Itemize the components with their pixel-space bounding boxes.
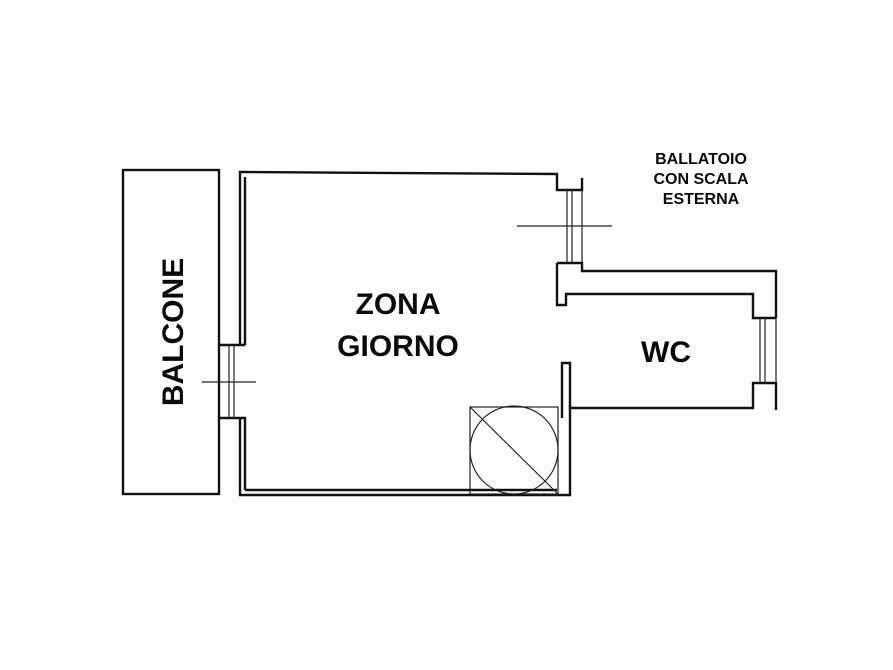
living-area: ZONA GIORNO: [202, 170, 778, 497]
living-wall-bottom-right: [238, 361, 572, 497]
annotation-line2: CON SCALA: [653, 171, 749, 188]
wc-room: WC: [568, 318, 778, 410]
annotation-line1: BALLATOIO: [655, 151, 747, 168]
living-label-line2: GIORNO: [337, 330, 459, 363]
living-wall-left-jamb-lower: [219, 416, 247, 490]
window-wc: [759, 318, 777, 383]
living-label-line1: ZONA: [356, 288, 441, 321]
wc-wall-top-outer: [557, 261, 778, 318]
wc-wall-top-inner: [555, 263, 776, 320]
stair-shaft-symbol: [469, 405, 559, 495]
wc-wall-bottom: [568, 381, 778, 410]
window-ballatoio: [517, 190, 612, 263]
window-balcony: [202, 345, 256, 418]
annotation-line3: ESTERNA: [663, 191, 740, 208]
wc-label: WC: [641, 336, 691, 369]
ballatoio-annotation: BALLATOIO CON SCALA ESTERNA: [653, 151, 749, 208]
balcony-outline: [121, 168, 221, 496]
living-wall-top: [238, 170, 584, 345]
balcony-label: BALCONE: [157, 258, 190, 406]
balcony: BALCONE: [121, 168, 221, 496]
